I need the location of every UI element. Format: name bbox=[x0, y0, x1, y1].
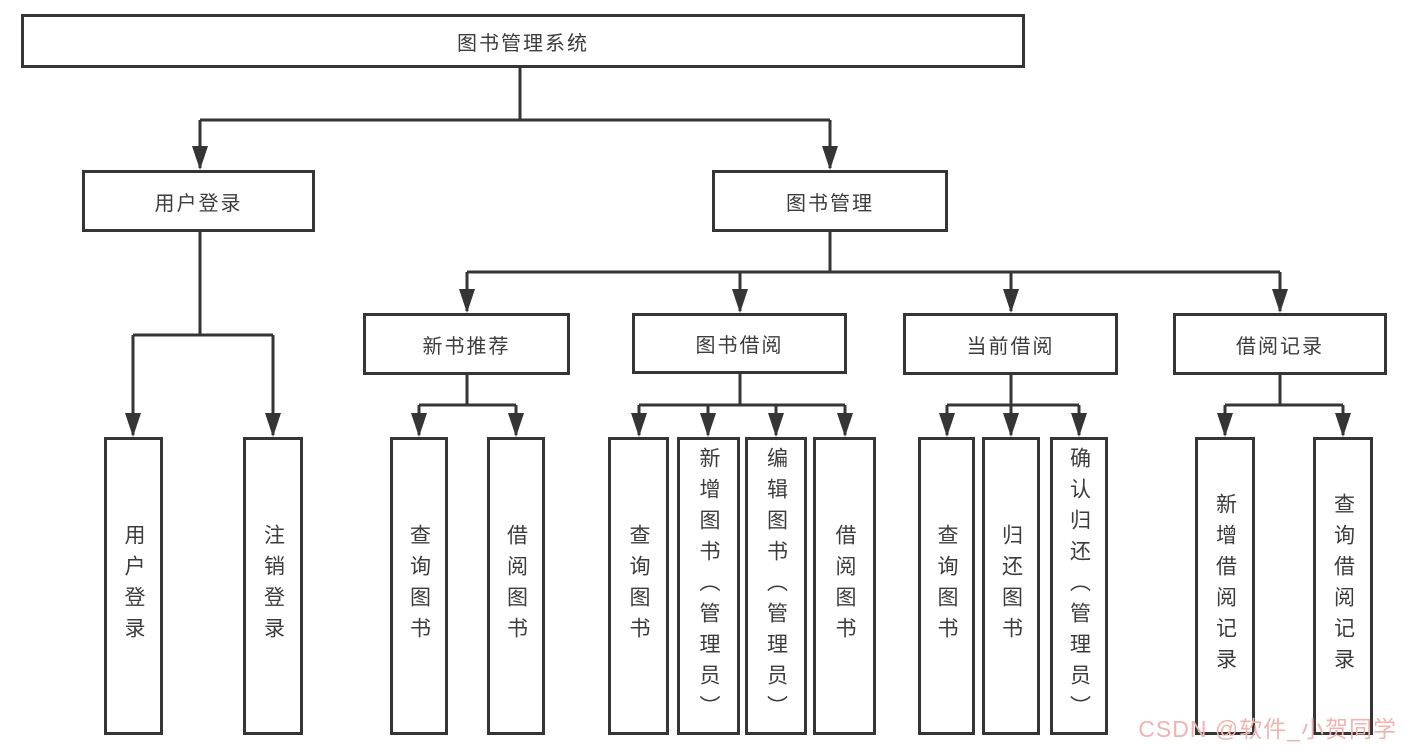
node-user-login-label: 用户登录 bbox=[154, 192, 243, 215]
node-current-borrow-label: 当前借阅 bbox=[966, 335, 1055, 358]
node-book-borrow-label: 图书借阅 bbox=[695, 335, 784, 357]
arrowheads bbox=[125, 146, 1351, 437]
leaf-borrow-query-books: 查询图书 bbox=[608, 437, 669, 735]
node-current-borrow: 当前借阅 bbox=[903, 313, 1118, 375]
leaf-logout-label: 注销登录 bbox=[261, 524, 285, 648]
leaf-confirm-return-admin: 确认归还（管理员） bbox=[1050, 437, 1108, 735]
leaf-return-books: 归还图书 bbox=[982, 437, 1040, 735]
node-root: 图书管理系统 bbox=[21, 14, 1025, 68]
leaf-recommend-borrow-books: 借阅图书 bbox=[487, 437, 545, 735]
leaf-recommend-query-books: 查询图书 bbox=[390, 437, 448, 735]
leaf-borrow-books-label: 借阅图书 bbox=[833, 524, 856, 648]
leaf-recommend-query-books-label: 查询图书 bbox=[407, 524, 431, 648]
leaf-borrow-query-books-label: 查询图书 bbox=[627, 524, 650, 648]
connector-root bbox=[198, 68, 832, 168]
leaf-current-query-books-label: 查询图书 bbox=[935, 524, 958, 648]
leaf-add-books-admin: 新增图书（管理员） bbox=[677, 437, 740, 735]
leaf-query-borrow-record-label: 查询借阅记录 bbox=[1331, 493, 1355, 679]
node-book-management: 图书管理 bbox=[712, 170, 948, 232]
node-root-label: 图书管理系统 bbox=[457, 32, 589, 55]
leaf-user-login-label: 用户登录 bbox=[122, 524, 145, 648]
node-book-management-label: 图书管理 bbox=[786, 192, 874, 215]
csdn-watermark: CSDN @软件_小贺同学 bbox=[1138, 716, 1397, 742]
node-borrow-records-label: 借阅记录 bbox=[1236, 335, 1324, 358]
connector-book-borrow bbox=[637, 374, 847, 435]
connector-user-login bbox=[131, 232, 275, 435]
leaf-return-books-label: 归还图书 bbox=[999, 524, 1023, 648]
leaf-borrow-books: 借阅图书 bbox=[813, 437, 876, 735]
connector-new-book bbox=[417, 375, 518, 435]
leaf-confirm-return-admin-label: 确认归还（管理员） bbox=[1067, 446, 1091, 726]
leaf-add-borrow-record-label: 新增借阅记录 bbox=[1213, 493, 1237, 679]
connector-book-management bbox=[465, 232, 1282, 311]
leaf-recommend-borrow-books-label: 借阅图书 bbox=[504, 524, 528, 648]
node-new-book-recommend: 新书推荐 bbox=[363, 313, 570, 375]
node-borrow-records: 借阅记录 bbox=[1173, 313, 1387, 375]
leaf-logout: 注销登录 bbox=[243, 437, 303, 735]
node-new-book-recommend-label: 新书推荐 bbox=[422, 335, 511, 358]
leaf-edit-books-admin-label: 编辑图书（管理员） bbox=[764, 446, 788, 726]
leaf-query-borrow-record: 查询借阅记录 bbox=[1313, 437, 1373, 735]
leaf-edit-books-admin: 编辑图书（管理员） bbox=[745, 437, 807, 735]
connector-borrow-records bbox=[1223, 375, 1345, 435]
leaf-add-borrow-record: 新增借阅记录 bbox=[1195, 437, 1255, 735]
node-book-borrow: 图书借阅 bbox=[632, 313, 847, 374]
leaf-current-query-books: 查询图书 bbox=[918, 437, 975, 735]
node-user-login: 用户登录 bbox=[82, 170, 315, 232]
leaf-user-login: 用户登录 bbox=[104, 437, 163, 735]
leaf-add-books-admin-label: 新增图书（管理员） bbox=[697, 446, 720, 726]
